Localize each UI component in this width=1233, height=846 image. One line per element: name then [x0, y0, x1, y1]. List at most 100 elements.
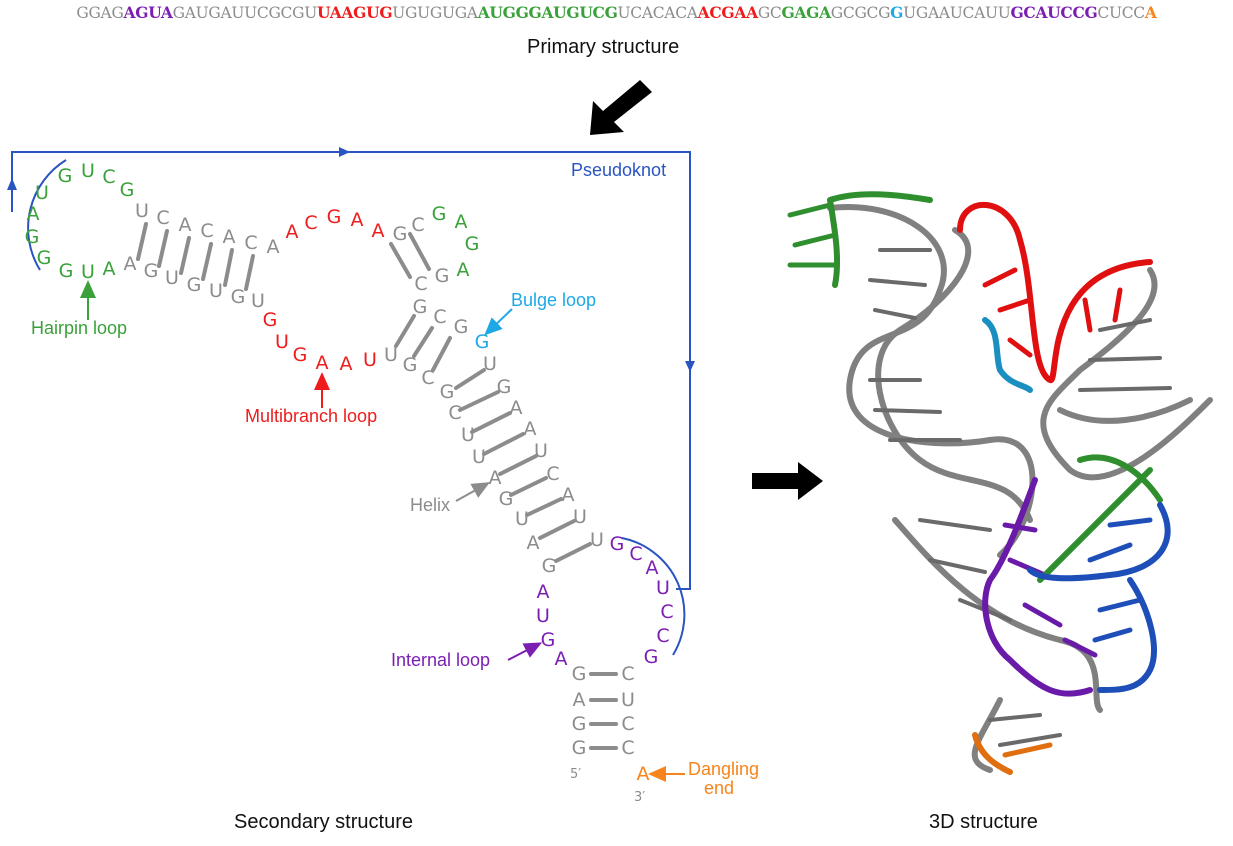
- nucleotide-C: C: [621, 737, 634, 759]
- nucleotide-G: G: [144, 260, 159, 282]
- nucleotide-C: C: [629, 543, 642, 565]
- nucleotide-U: U: [590, 529, 604, 551]
- nucleotide-G: G: [37, 247, 52, 269]
- sequence-segment-red: UAAGUG: [316, 3, 393, 22]
- nucleotide-U: U: [515, 508, 529, 530]
- nucleotide-U: U: [81, 261, 95, 283]
- nucleotide-U: U: [621, 689, 635, 711]
- nucleotide-A: A: [267, 236, 280, 258]
- nucleotide-A: A: [124, 253, 137, 275]
- nucleotide-G: G: [499, 488, 514, 510]
- multibranch-bases-red: [982, 267, 1123, 358]
- nucleotide-C: C: [200, 220, 213, 242]
- nucleotide-G: G: [465, 233, 480, 255]
- nucleotide-U: U: [384, 344, 398, 366]
- nucleotide-G: G: [542, 555, 557, 577]
- nucleotide-C: C: [304, 212, 317, 234]
- base-pair-bond: [394, 314, 416, 348]
- nucleotide-A: A: [372, 220, 385, 242]
- nucleotide-G: G: [497, 376, 512, 398]
- nucleotide-G: G: [393, 223, 408, 245]
- nucleotide-G: G: [413, 296, 428, 318]
- nucleotide-G: G: [263, 309, 278, 331]
- nucleotide-G: G: [25, 226, 40, 248]
- hairpin-ribbon-green: [827, 191, 933, 288]
- pseudoknot-arrow-down-icon: [685, 361, 695, 372]
- nucleotide-U: U: [461, 424, 475, 446]
- base-pair-bond: [179, 236, 191, 275]
- nucleotide-U: U: [209, 280, 223, 302]
- nucleotide-G: G: [475, 331, 490, 353]
- nucleotide-G: G: [187, 274, 202, 296]
- nucleotide-U: U: [35, 182, 49, 204]
- pseudoknot-bases-blue: [1087, 517, 1153, 643]
- primary-sequence: GGAGAGUAGAUGAUUCGCGUUAAGUGUGUGUGAAUGGGAU…: [0, 3, 1233, 22]
- nucleotide-C: C: [656, 625, 669, 647]
- 3d-structure-render: [787, 191, 1213, 775]
- nucleotide-C: C: [621, 713, 634, 735]
- base-pair-bond: [408, 232, 431, 271]
- dangling-end-label-line2: end: [704, 778, 734, 798]
- base-pair-bond: [482, 432, 525, 456]
- pseudoknot-ribbon-green: [1037, 454, 1163, 583]
- base-pair-bond: [458, 390, 500, 412]
- nucleotide-G: G: [440, 381, 455, 403]
- internal-loop-arrow-icon: [507, 642, 543, 661]
- nucleotide-C: C: [411, 214, 424, 236]
- sequence-segment-grey: CUCC: [1097, 4, 1145, 22]
- nucleotide-A: A: [555, 648, 568, 670]
- pseudoknot-ribbon-blue: [1027, 502, 1171, 693]
- bulge-loop-label: Bulge loop: [511, 290, 596, 310]
- sequence-segment-grey: UCACACA: [617, 4, 698, 22]
- multibranch-loop-label: Multibranch loop: [245, 406, 377, 426]
- nucleotide-U: U: [81, 160, 95, 182]
- nucleotide-G: G: [610, 533, 625, 555]
- nucleotide-A: A: [646, 557, 659, 579]
- 3d-structure-caption: 3D structure: [929, 811, 1038, 833]
- right-arrow-icon: [752, 462, 823, 500]
- nucleotide-A: A: [489, 467, 502, 489]
- sequence-segment-purple: AGUA: [123, 3, 173, 22]
- nucleotide-C: C: [156, 207, 169, 229]
- hairpin-bases-green: [787, 202, 838, 268]
- dangling-end-base-orange: [1002, 742, 1053, 758]
- five-prime-label: 5′: [570, 767, 581, 782]
- sequence-segment-grey: UGUGUGA: [392, 4, 478, 22]
- nucleotide-A: A: [286, 221, 299, 243]
- nucleotide-A: A: [524, 418, 537, 440]
- nucleotide-G: G: [572, 737, 587, 759]
- base-pair-bond: [454, 368, 486, 390]
- nucleotide-A: A: [637, 763, 650, 785]
- nucleotide-U: U: [536, 605, 550, 627]
- dangling-end-label-line1: Dangling: [688, 759, 759, 779]
- sequence-segment-blue_light: G: [890, 3, 904, 22]
- dangling-end-ribbon-orange: [972, 732, 1013, 775]
- nucleotide-C: C: [448, 402, 461, 424]
- nucleotide-G: G: [293, 344, 308, 366]
- nucleotide-C: C: [102, 166, 115, 188]
- base-pair-bond: [412, 326, 434, 358]
- sequence-segment-green: AUGGGAUGUCG: [477, 3, 618, 22]
- nucleotide-G: G: [403, 354, 418, 376]
- nucleotide-G: G: [572, 663, 587, 685]
- nucleotide-U: U: [363, 349, 377, 371]
- sequence-segment-grey: GCGCG: [830, 4, 891, 22]
- nucleotide-U: U: [573, 506, 587, 528]
- nucleotide-U: U: [275, 331, 289, 353]
- nucleotide-A: A: [351, 209, 364, 231]
- pseudoknot-connector: [11, 151, 691, 656]
- base-pair-bond: [431, 336, 452, 372]
- down-left-arrow-icon: [590, 80, 652, 135]
- nucleotide-G: G: [541, 629, 556, 651]
- hairpin-loop-label: Hairpin loop: [31, 318, 127, 338]
- base-pair-bonds: [136, 222, 618, 750]
- base-pair-bond: [498, 454, 538, 476]
- base-pair-bond: [136, 222, 148, 261]
- nucleotide-A: A: [455, 211, 468, 233]
- primary-structure-caption: Primary structure: [527, 36, 680, 58]
- nucleotide-G: G: [644, 646, 659, 668]
- nucleotide-A: A: [562, 484, 575, 506]
- sequence-segment-grey: UGAAUCAUU: [903, 4, 1011, 22]
